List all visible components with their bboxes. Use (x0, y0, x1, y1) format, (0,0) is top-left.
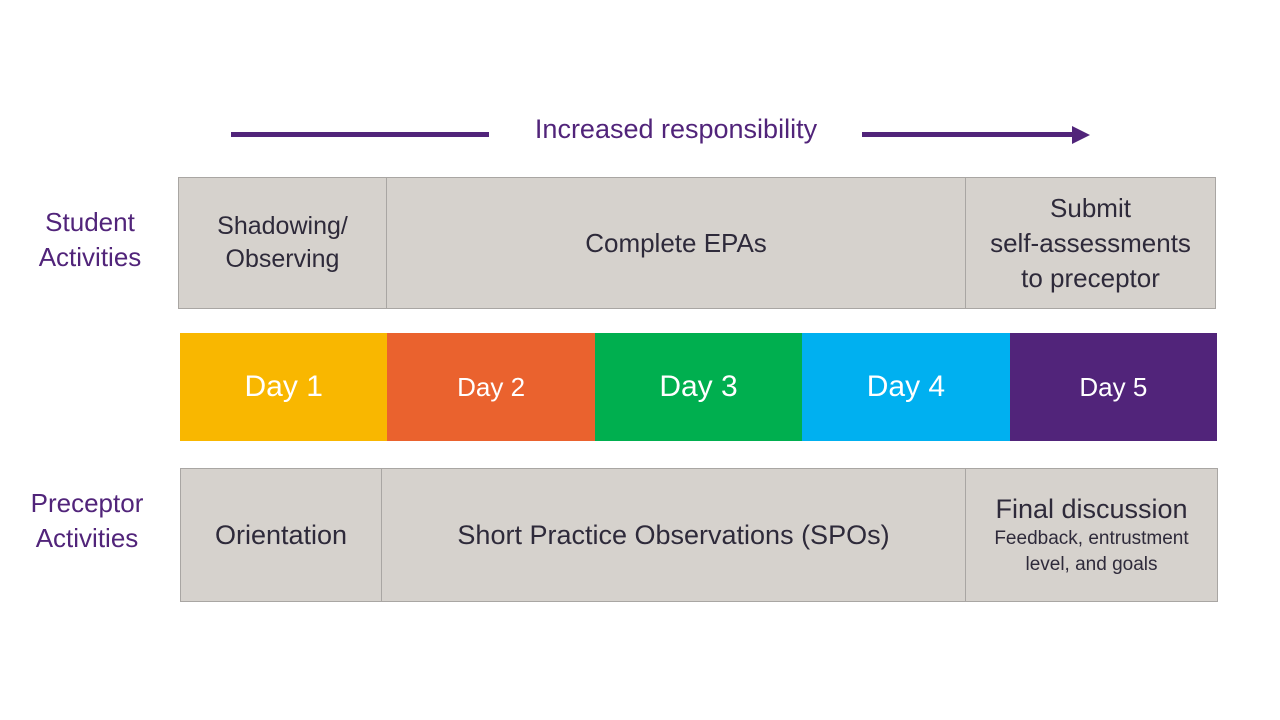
preceptor-cell-final-sub-line1: Feedback, entrustment (994, 527, 1189, 549)
day-3-block: Day 3 (594, 333, 803, 441)
preceptor-cell-final-title: Final discussion (995, 493, 1188, 524)
student-cell-submit-line1: Submit (1050, 192, 1131, 223)
preceptor-cell-final-sub-line2: level, and goals (1025, 553, 1158, 575)
student-cell-submit-line3: to preceptor (1021, 262, 1160, 293)
day-5-label: Day 5 (1079, 371, 1148, 402)
day-5-block: Day 5 (1009, 333, 1218, 441)
day-1-block: Day 1 (180, 333, 388, 441)
student-cell-submit-line2: self-assessments (990, 227, 1191, 258)
preceptor-cell-final-discussion: Final discussion Feedback, entrustment l… (965, 469, 1217, 601)
day-1-label: Day 1 (244, 370, 323, 403)
responsibility-arrow-right-line (862, 132, 1074, 137)
day-4-label: Day 4 (866, 370, 946, 403)
preceptor-cell-orientation-text: Orientation (214, 519, 348, 550)
student-cell-shadowing: Shadowing/ Observing (179, 178, 386, 308)
preceptor-label-line1: Preceptor (30, 488, 144, 518)
preceptor-label-line2: Activities (35, 523, 139, 553)
day-3-label: Day 3 (659, 370, 738, 403)
preceptor-cell-spos-text: Short Practice Observations (SPOs) (457, 519, 890, 550)
student-label-line2: Activities (38, 242, 142, 272)
student-cell-complete-epas-text: Complete EPAs (585, 227, 767, 258)
student-cell-shadowing-line1: Shadowing/ (217, 212, 348, 240)
days-strip: Day 1 Day 2 Day 3 Day 4 Day 5 (180, 333, 1218, 441)
day-4-block: Day 4 (802, 333, 1010, 441)
student-label-line1: Student (45, 207, 135, 237)
preceptor-activities-band: Orientation Short Practice Observations … (180, 468, 1218, 602)
day-2-block: Day 2 (387, 333, 595, 441)
preceptor-activities-label: Preceptor Activities (12, 486, 162, 556)
responsibility-label: Increased responsibility (534, 114, 818, 144)
student-cell-shadowing-line2: Observing (225, 245, 340, 273)
responsibility-arrow-left-line (231, 132, 489, 137)
student-cell-submit: Submit self-assessments to preceptor (965, 178, 1215, 308)
student-activities-label: Student Activities (20, 205, 160, 275)
preceptor-cell-orientation: Orientation (181, 469, 381, 601)
student-activities-band: Shadowing/ Observing Complete EPAs Submi… (178, 177, 1216, 309)
day-2-label: Day 2 (457, 371, 526, 402)
student-cell-complete-epas: Complete EPAs (386, 178, 965, 308)
arrow-right-icon (1072, 126, 1090, 144)
preceptor-cell-spos: Short Practice Observations (SPOs) (381, 469, 965, 601)
